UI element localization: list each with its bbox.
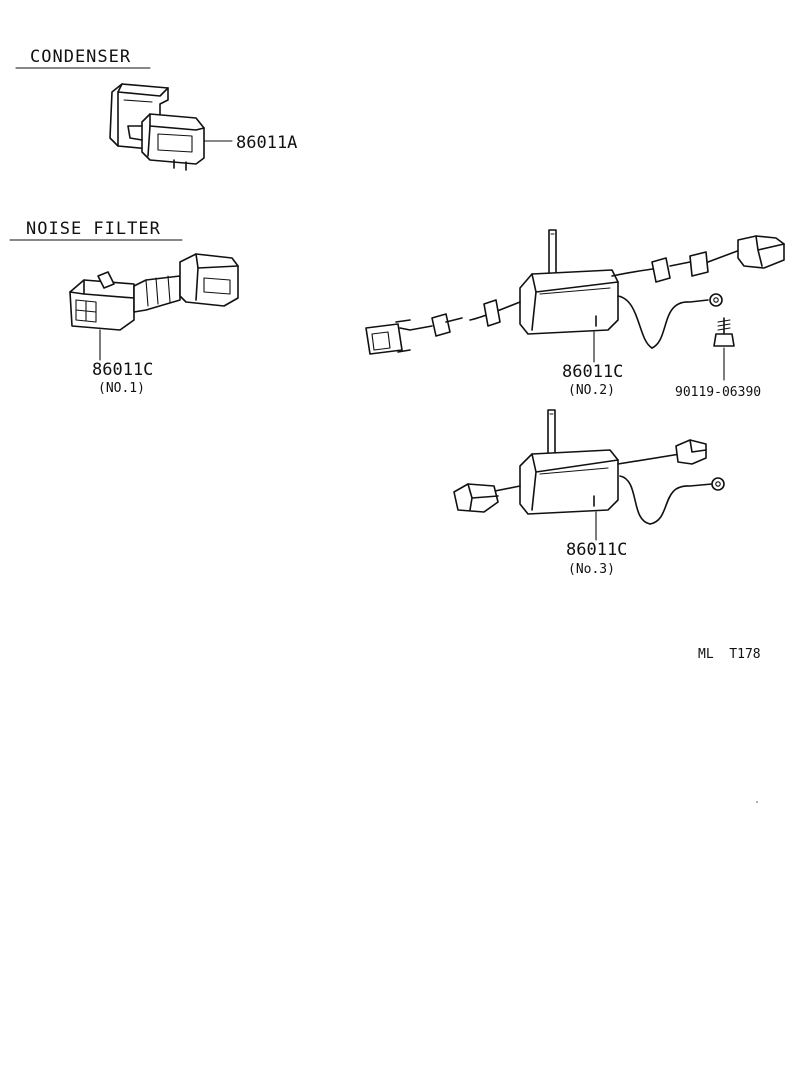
noise-filter-no2-drawing <box>365 229 785 355</box>
scan-speck <box>756 801 758 803</box>
noise-filter-no1-drawing <box>69 253 239 331</box>
diagram-code: ML T178 <box>698 647 761 662</box>
condenser-part-number: 86011A <box>236 133 297 153</box>
filter-no3-part-number: 86011C <box>566 540 627 560</box>
condenser-heading: CONDENSER <box>15 47 151 69</box>
filter-no2-part-number: 86011C <box>562 362 623 382</box>
noise-filter-heading-text: NOISE FILTER <box>26 219 161 239</box>
condenser-drawing <box>109 83 205 171</box>
filter-no1-part-number: 86011C <box>92 360 153 380</box>
filter-no2-qualifier: (NO.2) <box>568 383 615 398</box>
filter-no1-qualifier: (NO.1) <box>98 381 145 396</box>
condenser-heading-text: CONDENSER <box>30 47 131 67</box>
screw-part-number: 90119-06390 <box>675 385 761 400</box>
noise-filter-heading: NOISE FILTER <box>9 219 183 241</box>
filter-no3-qualifier: (No.3) <box>568 562 615 577</box>
noise-filter-no3-drawing <box>453 409 725 525</box>
